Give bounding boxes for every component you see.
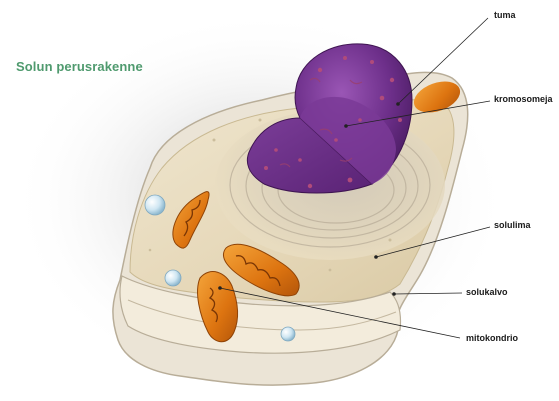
- label-solulima: solulima: [494, 220, 531, 230]
- label-solukalvo: solukalvo: [466, 287, 508, 297]
- label-tuma: tuma: [494, 10, 516, 20]
- label-kromosomeja: kromosomeja: [494, 94, 553, 104]
- diagram-title: Solun perusrakenne: [16, 59, 143, 74]
- label-mitokondrio: mitokondrio: [466, 333, 518, 343]
